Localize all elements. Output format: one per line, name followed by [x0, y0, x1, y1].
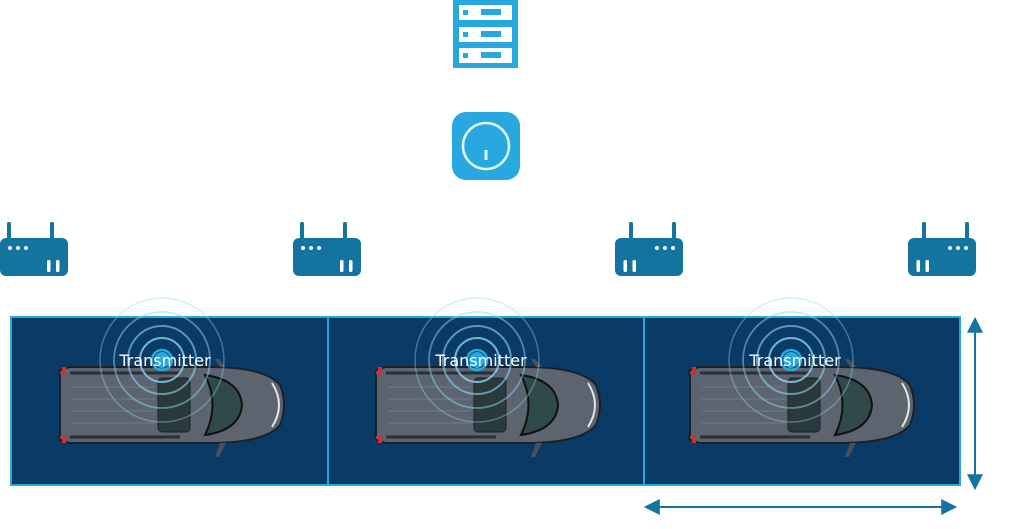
gateway-power-icon	[452, 112, 520, 180]
transmitter-dot	[469, 352, 485, 368]
server-icon	[453, 0, 518, 68]
parking-space-3: Transmitter	[687, 296, 916, 459]
transmitter-label: Transmitter	[748, 351, 841, 370]
transmitter-label: Transmitter	[434, 351, 527, 370]
transmitter-label: Transmitter	[118, 351, 211, 370]
parking-space-1: Transmitter	[57, 296, 286, 459]
parking-space-2: Transmitter	[373, 296, 602, 459]
router-icon	[0, 222, 68, 276]
router-icon	[615, 222, 683, 276]
router-icon	[293, 222, 361, 276]
transmitter-dot	[783, 352, 799, 368]
router-icon	[908, 222, 976, 276]
transmitter-dot	[154, 352, 170, 368]
